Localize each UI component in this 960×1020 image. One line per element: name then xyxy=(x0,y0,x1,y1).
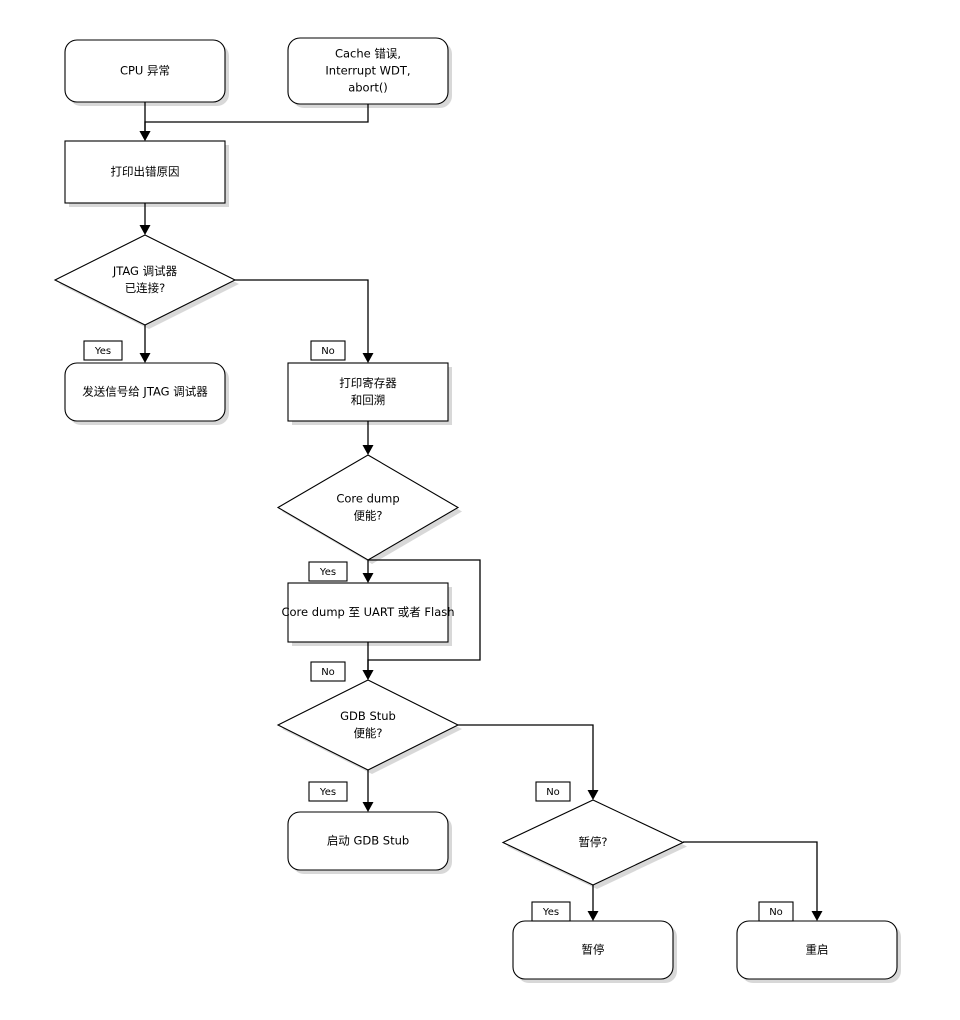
cpu-exception-label: CPU 异常 xyxy=(120,64,170,78)
edge-label-gdbstub-yes-text: Yes xyxy=(319,787,336,798)
print-error-cause-shape xyxy=(64,140,226,204)
print-error-cause-label: 打印出错原因 xyxy=(111,165,180,179)
edge-label-jtag-no-box xyxy=(310,340,346,361)
gdb-stub-enabled-decision-label: GDB Stub 便能? xyxy=(340,709,396,740)
core-dump-enabled-decision-label: Core dump 便能? xyxy=(336,492,399,523)
node-layer: CPU 异常 Cache 错误, Interrupt WDT, abort() 打印出错… xyxy=(53,37,898,980)
edge-halt-no-to-reboot xyxy=(683,841,818,916)
edge-label-coredump-yes-text: Yes xyxy=(319,567,336,578)
edge-label-jtag-yes-text: Yes xyxy=(94,346,111,357)
edge-label-gdbstub-yes: Yes xyxy=(308,781,348,802)
edge-label-gdbstub-no-text: No xyxy=(546,787,560,798)
cache-error-shape xyxy=(287,37,449,105)
edge-label-gdbstub-no: No xyxy=(535,781,571,802)
start-gdb-stub-line-0: 启动 GDB Stub xyxy=(327,834,409,848)
print-registers-and-backtrace-shape xyxy=(287,362,449,422)
reboot-terminal-shape xyxy=(736,920,898,980)
edge-cache-error-to-print-error-arrowhead xyxy=(139,131,151,141)
edge-gdbstub-no-to-halt-decision-arrowhead xyxy=(587,790,599,800)
edge-label-coredump-no: No xyxy=(310,661,346,682)
halt-terminal-shape xyxy=(512,920,674,980)
edge-label-gdbstub-yes-box xyxy=(308,781,348,802)
edge-label-halt-yes: Yes xyxy=(531,901,571,922)
core-dump-to-uart-or-flash-shape xyxy=(287,582,449,643)
edge-label-halt-no-box xyxy=(758,901,794,922)
halt-decision-line-0: 暂停? xyxy=(578,835,607,849)
edge-jtag-yes-to-signal-jtag-arrowhead xyxy=(139,353,151,363)
cache-error-line-0: Cache 错误, xyxy=(335,47,401,61)
send-signal-to-jtag-debugger-label: 发送信号给 JTAG 调试器 xyxy=(82,385,208,399)
edge-label-halt-yes-box xyxy=(531,901,571,922)
edge-label-coredump-yes: Yes xyxy=(308,561,348,582)
edge-halt-no-to-reboot-arrowhead xyxy=(811,911,823,921)
edge-print-error-to-jtag-decision-arrowhead xyxy=(139,225,151,235)
edge-label-halt-no-text: No xyxy=(769,907,783,918)
jtag-debugger-connected-decision-line-1: 已连接? xyxy=(125,281,166,295)
edge-coredump-yes-to-dump-box-arrowhead xyxy=(362,573,374,583)
core-dump-to-uart-or-flash-line-0: Core dump 至 UART 或者 Flash xyxy=(281,605,454,619)
edge-halt-yes-to-halt-arrowhead xyxy=(587,911,599,921)
print-error-cause-line-0: 打印出错原因 xyxy=(111,165,180,179)
edge-label-jtag-no-text: No xyxy=(321,346,335,357)
send-signal-to-jtag-debugger-shape xyxy=(64,362,226,422)
edge-label-halt-no: No xyxy=(758,901,794,922)
halt-decision-shape xyxy=(501,799,685,886)
cache-error-line-2: abort() xyxy=(348,81,388,95)
halt-decision-label: 暂停? xyxy=(578,835,607,849)
cpu-exception-line-0: CPU 异常 xyxy=(120,64,170,78)
edge-layer xyxy=(139,102,823,921)
edge-gdbstub-yes-to-start-gdbstub-arrowhead xyxy=(362,802,374,812)
core-dump-enabled-decision-shape xyxy=(276,454,460,561)
core-dump-enabled-decision-line-1: 便能? xyxy=(353,509,382,523)
edge-label-coredump-yes-box xyxy=(308,561,348,582)
cache-error-line-1: Interrupt WDT, xyxy=(325,64,410,78)
gdb-stub-enabled-decision-line-0: GDB Stub xyxy=(340,709,396,723)
send-signal-to-jtag-debugger-line-0: 发送信号给 JTAG 调试器 xyxy=(82,385,208,399)
reboot-terminal-line-0: 重启 xyxy=(806,943,829,957)
edge-label-jtag-no: No xyxy=(310,340,346,361)
edge-label-jtag-yes-box xyxy=(83,340,123,361)
start-gdb-stub-label: 启动 GDB Stub xyxy=(327,834,409,848)
edge-label-coredump-no-text: No xyxy=(321,667,335,678)
edge-label-jtag-yes: Yes xyxy=(83,340,123,361)
cache-error-label: Cache 错误, Interrupt WDT, abort() xyxy=(325,47,410,95)
edge-label-gdbstub-no-box xyxy=(535,781,571,802)
edge-label-halt-yes-text: Yes xyxy=(542,907,559,918)
cpu-exception-shape xyxy=(64,39,226,103)
halt-terminal-label: 暂停 xyxy=(582,943,605,957)
core-dump-enabled-decision-line-0: Core dump xyxy=(336,492,399,506)
jtag-debugger-connected-decision-line-0: JTAG 调试器 xyxy=(112,264,178,278)
print-registers-and-backtrace-line-1: 和回溯 xyxy=(351,393,386,407)
edge-label-coredump-no-box xyxy=(310,661,346,682)
gdb-stub-enabled-decision-shape xyxy=(276,679,460,771)
edge-cache-error-to-print-error xyxy=(144,104,369,136)
reboot-terminal-label: 重启 xyxy=(806,943,829,957)
halt-terminal-line-0: 暂停 xyxy=(582,943,605,957)
core-dump-to-uart-or-flash-label: Core dump 至 UART 或者 Flash xyxy=(281,605,454,619)
edge-print-registers-to-coredump-arrowhead xyxy=(362,445,374,455)
gdb-stub-enabled-decision-line-1: 便能? xyxy=(353,726,382,740)
edge-dump-box-to-gdbstub-arrowhead xyxy=(362,670,374,680)
edge-jtag-no-to-print-registers-arrowhead xyxy=(362,353,374,363)
print-registers-and-backtrace-line-0: 打印寄存器 xyxy=(339,376,397,390)
jtag-debugger-connected-decision-shape xyxy=(53,234,237,326)
start-gdb-stub-shape xyxy=(287,811,449,871)
edge-gdbstub-no-to-halt-decision xyxy=(458,724,594,795)
edge-jtag-no-to-print-registers xyxy=(235,279,369,358)
